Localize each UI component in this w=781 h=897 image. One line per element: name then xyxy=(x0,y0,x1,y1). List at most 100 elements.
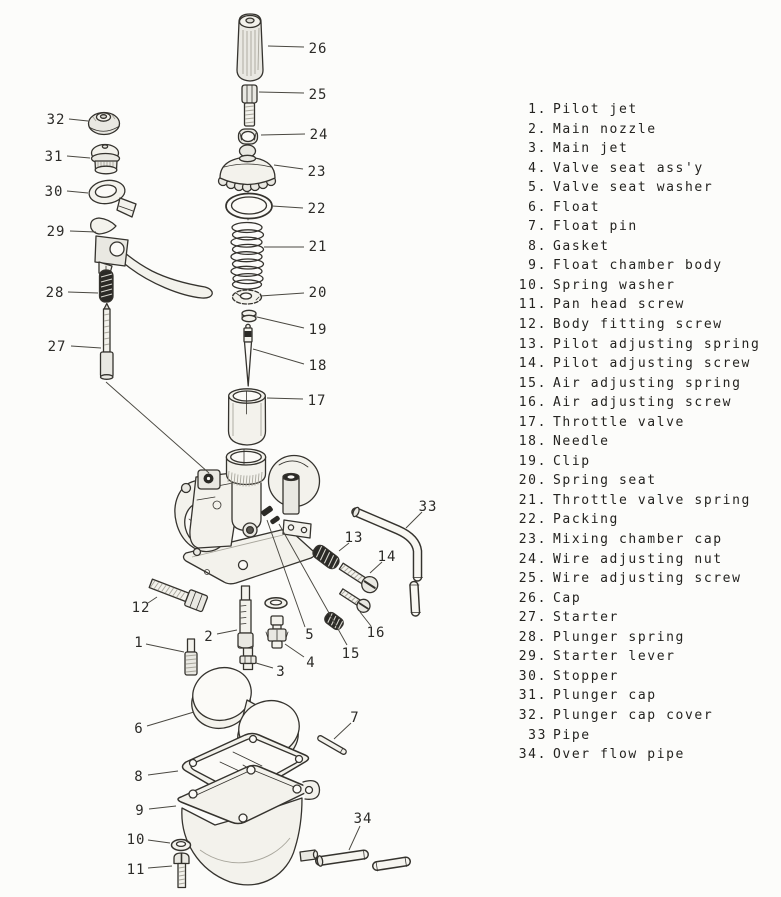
part-main-jet-3 xyxy=(239,647,257,671)
callout-number-9: 9 xyxy=(135,803,144,819)
parts-list-item: 23.Mixing chamber cap xyxy=(517,530,777,550)
part-number: 1. xyxy=(528,102,547,117)
part-plunger-cap-31 xyxy=(90,143,121,175)
part-float-chamber-body-9 xyxy=(177,764,321,886)
part-number: 8. xyxy=(528,238,547,254)
part-float-pin-7 xyxy=(317,735,347,755)
part-plunger-spring-28 xyxy=(98,265,114,303)
callout-number-18: 18 xyxy=(309,358,328,374)
part-number: 23. xyxy=(518,532,547,548)
parts-list-item: 31.Plunger cap xyxy=(517,686,777,706)
callout-number-15: 15 xyxy=(342,646,361,662)
parts-list-item: 28.Plunger spring xyxy=(517,628,777,648)
part-label: Spring seat xyxy=(553,473,657,489)
leader-line-30 xyxy=(66,190,89,194)
callout-number-32: 32 xyxy=(47,112,66,128)
leader-line-19 xyxy=(256,316,305,329)
part-label: Clip xyxy=(553,453,591,469)
parts-list-item: 12.Body fitting screw xyxy=(517,315,777,335)
part-throttle-valve-17 xyxy=(227,388,267,446)
part-number: 16. xyxy=(518,395,547,411)
callout-number-16: 16 xyxy=(367,625,386,641)
leader-line-28 xyxy=(67,291,99,294)
part-label: Over flow pipe xyxy=(553,747,685,763)
part-label: Float xyxy=(553,199,601,215)
leader-line-26 xyxy=(267,45,305,48)
leader-line-29 xyxy=(69,230,97,233)
callout-number-20: 20 xyxy=(309,285,328,301)
part-cap-26 xyxy=(236,13,264,82)
parts-list-item: 10. Spring washer xyxy=(517,276,777,296)
callout-number-29: 29 xyxy=(47,224,66,240)
part-air-adjusting-screw-16 xyxy=(338,588,371,613)
part-label: Packing xyxy=(553,512,619,528)
leader-line-1 xyxy=(145,643,185,653)
leader-line-4 xyxy=(284,643,305,658)
part-number: 29. xyxy=(518,649,547,665)
part-label: Pan head screw xyxy=(553,297,685,313)
part-number: 3. xyxy=(528,141,547,157)
part-number: 33 xyxy=(528,727,547,743)
part-number: 11. xyxy=(518,297,547,313)
part-label: Main nozzle xyxy=(553,121,657,137)
callout-number-12: 12 xyxy=(132,600,151,616)
part-number: 27. xyxy=(518,610,547,626)
leader-line-31 xyxy=(66,155,91,159)
part-needle-18 xyxy=(243,323,253,387)
part-number: 34. xyxy=(518,747,547,763)
part-number: 32. xyxy=(518,707,547,723)
part-clip-19 xyxy=(241,309,257,323)
part-label: Throttle valve xyxy=(553,414,685,430)
part-number: 13. xyxy=(518,336,547,352)
callout-number-19: 19 xyxy=(309,322,328,338)
callout-number-2: 2 xyxy=(204,629,213,645)
part-wire-adjusting-nut-24 xyxy=(237,128,259,145)
part-number: 2. xyxy=(528,121,547,137)
parts-list-item: 4.Valve seat ass'y xyxy=(517,159,777,179)
part-float-6 xyxy=(191,666,300,765)
callout-number-17: 17 xyxy=(308,393,327,409)
part-number: 15. xyxy=(518,375,547,391)
part-number: 10. xyxy=(518,277,547,293)
part-pilot-adjusting-screw-14 xyxy=(338,562,379,594)
part-number: 18. xyxy=(518,434,547,450)
callout-number-27: 27 xyxy=(48,339,67,355)
part-number: 31. xyxy=(518,688,547,704)
leader-line-25 xyxy=(258,91,305,94)
parts-list-item: 13.Pilot adjusting spring xyxy=(517,335,777,355)
callout-number-7: 7 xyxy=(350,710,359,726)
part-valve-seat-assy-4 xyxy=(265,615,289,649)
callout-number-10: 10 xyxy=(127,832,146,848)
leader-line-23 xyxy=(273,164,304,170)
parts-list-item: 16.Air adjusting screw xyxy=(517,393,777,413)
part-wire-adjusting-screw-25 xyxy=(241,84,258,127)
parts-list-item: 34. Over flow pipe xyxy=(517,745,777,765)
leader-line-18 xyxy=(252,348,305,365)
leader-line-22 xyxy=(271,205,304,209)
leader-line-17 xyxy=(266,397,304,400)
part-label: Air adjusting spring xyxy=(553,375,742,391)
part-label: Wire adjusting screw xyxy=(553,571,742,587)
parts-list-item: 7.Float pin xyxy=(517,217,777,237)
part-number: 6. xyxy=(528,199,547,215)
part-label: Valve seat washer xyxy=(553,180,714,196)
leader-line-12 xyxy=(147,596,158,604)
callout-number-31: 31 xyxy=(45,149,64,165)
leader-line-11 xyxy=(147,865,173,869)
callout-number-22: 22 xyxy=(308,201,327,217)
carburetor-body xyxy=(105,381,321,585)
part-label: Body fitting screw xyxy=(553,317,723,333)
callout-number-30: 30 xyxy=(45,184,64,200)
leader-line-6 xyxy=(146,711,195,727)
part-packing-22 xyxy=(225,191,273,221)
callout-number-1: 1 xyxy=(134,635,143,651)
part-label: Spring washer xyxy=(553,277,676,293)
parts-list-item: 21.Throttle valve spring xyxy=(517,491,777,511)
leader-line-2 xyxy=(216,629,238,635)
callout-number-3: 3 xyxy=(276,664,285,680)
callout-number-13: 13 xyxy=(345,530,364,546)
callout-number-14: 14 xyxy=(378,549,397,565)
parts-list-item: 26.Cap xyxy=(517,589,777,609)
part-label: Cap xyxy=(553,590,582,606)
